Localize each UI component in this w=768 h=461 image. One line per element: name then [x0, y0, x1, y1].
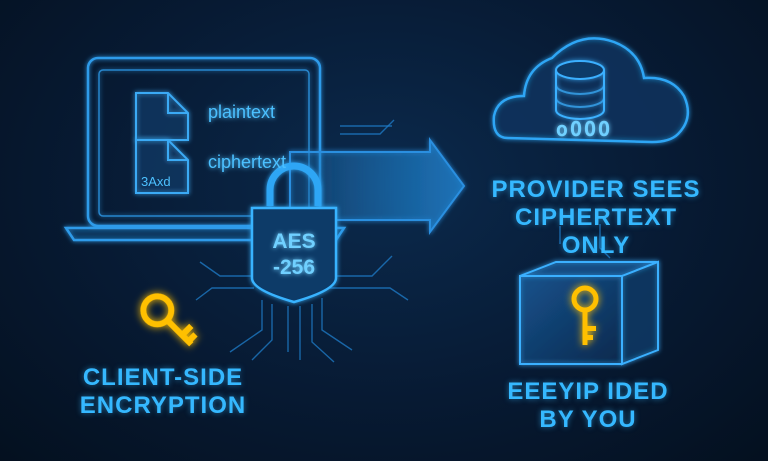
- provider-label-line-2: CIPHERTEXT ONLY: [514, 204, 677, 259]
- client-label-line-1: CLIENT-SIDE: [82, 364, 244, 391]
- ciphertext-sample-text: 3Axd: [141, 174, 171, 189]
- cloud-ciphertext-glyphs: oOOO: [556, 117, 612, 141]
- key-vault-box-icon: [519, 260, 659, 366]
- cloud-icon: [492, 37, 690, 144]
- keys-label-line-1: EEEYIP IDED: [507, 378, 669, 405]
- plaintext-file-icon: [135, 92, 189, 141]
- client-label-line-2: ENCRYPTION: [79, 392, 247, 419]
- client-side-encryption-label: CLIENT-SIDE ENCRYPTION: [66, 364, 260, 420]
- database-icon: [555, 60, 605, 120]
- lock-line-2: -256: [273, 256, 315, 279]
- ciphertext-file-icon: [135, 139, 189, 194]
- padlock-icon: [250, 162, 338, 304]
- client-key-icon: [140, 293, 198, 347]
- keys-by-you-label: EEEYIP IDED BY YOU: [490, 378, 686, 434]
- vault-key-icon: [571, 285, 599, 345]
- plaintext-label: plaintext: [208, 102, 275, 122]
- lock-line-1: AES: [272, 230, 315, 253]
- circuit-traces: [195, 119, 611, 363]
- keys-label-line-2: BY YOU: [539, 406, 637, 433]
- ciphertext-label: ciphertext: [208, 152, 286, 172]
- provider-label-line-1: PROVIDER SEES: [491, 176, 701, 203]
- provider-sees-ciphertext-label: PROVIDER SEES CIPHERTEXT ONLY: [488, 176, 704, 260]
